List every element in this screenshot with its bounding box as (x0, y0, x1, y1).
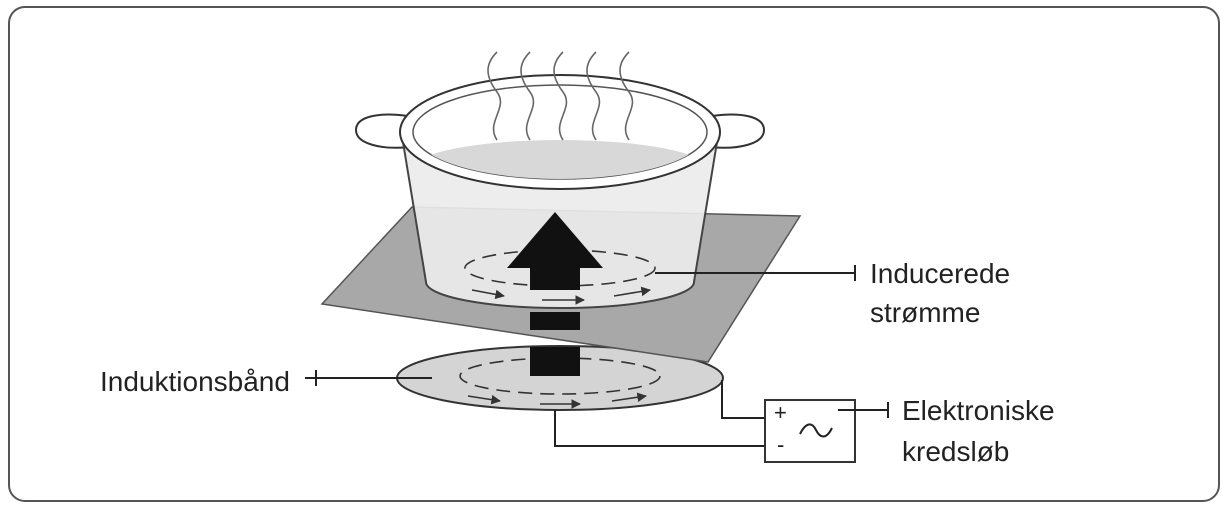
pot-handle-left (354, 113, 412, 149)
coil-current-arrow (467, 394, 501, 405)
water-surface (413, 140, 707, 179)
circuit-wire-negative (554, 410, 765, 447)
pot (354, 74, 766, 309)
plus-terminal-symbol: + (774, 400, 787, 425)
induced-currents-label-line1: Inducerede (870, 258, 1010, 289)
induced-currents-leader (655, 265, 856, 281)
pot-current-arrow (613, 286, 651, 297)
steam-line (520, 51, 535, 141)
induced-currents-label-line2: strømme (870, 297, 980, 328)
induction-coil-leader (305, 370, 432, 386)
induction-coil (396, 345, 724, 411)
field-arrow-shaft-segment (530, 347, 580, 376)
steam-line (619, 51, 634, 141)
pot-current-arrow (471, 289, 505, 300)
magnetic-field-arrow (507, 212, 603, 376)
field-arrow-shaft-segment (530, 266, 580, 290)
steam-line (586, 51, 601, 141)
electronics-label-line2: kredsløb (902, 436, 1009, 467)
minus-terminal-symbol: - (777, 432, 784, 457)
pot-handle-right (708, 113, 766, 149)
induction-coil-label: Induktionsbånd (100, 366, 290, 397)
electronics-leader (838, 402, 889, 418)
steam-line (553, 51, 568, 141)
ac-wave-icon (799, 423, 833, 438)
steam-line (487, 51, 502, 141)
steam (487, 51, 634, 141)
electronics-label-line1: Elektroniske (902, 395, 1055, 426)
field-arrow-shaft-segment (530, 312, 580, 330)
coil-current-arrow (611, 392, 647, 403)
field-arrow-head (507, 212, 603, 268)
circuit-wire-positive (721, 380, 765, 419)
